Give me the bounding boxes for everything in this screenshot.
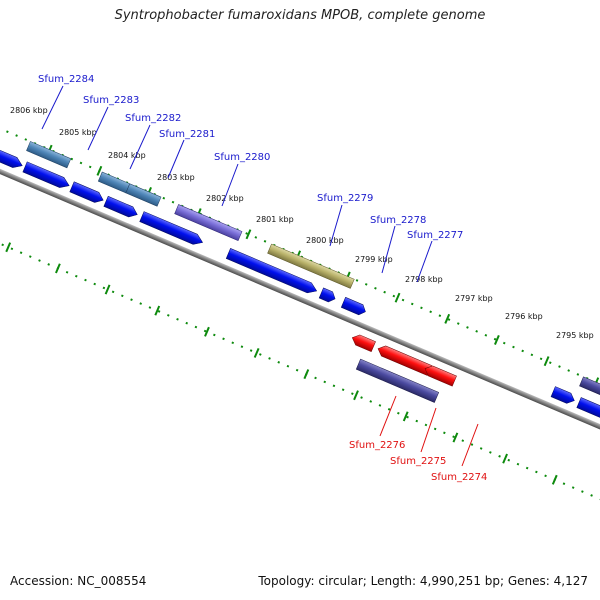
gene-label[interactable]: Sfum_2279 xyxy=(317,193,373,204)
cds-arrow xyxy=(225,248,318,294)
gene-label[interactable]: Sfum_2283 xyxy=(83,95,139,106)
tick-labels: 2806 kbp 2805 kbp 2804 kbp 2803 kbp 2802… xyxy=(10,106,594,340)
map-frame xyxy=(0,110,600,532)
gene-label[interactable]: Sfum_2278 xyxy=(370,215,426,226)
gene-label[interactable]: Sfum_2276 xyxy=(349,440,405,451)
tick-label: 2803 kbp xyxy=(157,173,195,182)
cds-arrow xyxy=(69,181,104,203)
tick-label: 2805 kbp xyxy=(59,128,97,137)
gene-label[interactable]: Sfum_2282 xyxy=(125,113,181,124)
cds-arrow xyxy=(139,211,203,245)
cds-arrow xyxy=(318,287,336,303)
lower-gene-labels: Sfum_2276 Sfum_2275 Sfum_2274 xyxy=(349,395,487,483)
cds-arrow xyxy=(103,195,138,218)
gene-label[interactable]: Sfum_2274 xyxy=(431,472,487,483)
cds-arrow xyxy=(576,397,600,439)
gene-label[interactable]: Sfum_2280 xyxy=(214,152,270,163)
feature-slate-bar xyxy=(579,376,600,411)
accession-text: Accession: NC_008554 xyxy=(10,574,147,588)
lower-tick-track xyxy=(0,208,600,532)
upper-gene-labels: Sfum_2284 Sfum_2283 Sfum_2282 Sfum_2281 … xyxy=(38,74,463,283)
gene-label[interactable]: Sfum_2284 xyxy=(38,74,94,85)
cds-arrow xyxy=(0,137,23,168)
genome-backbone xyxy=(0,145,600,464)
cds-arrow-reverse xyxy=(377,345,433,376)
tick-label: 2799 kbp xyxy=(355,255,393,264)
cds-arrow-reverse xyxy=(351,334,376,353)
gene-label[interactable]: Sfum_2281 xyxy=(159,129,215,140)
gene-label[interactable]: Sfum_2275 xyxy=(390,456,446,467)
feature-steelblue-bar xyxy=(97,171,131,194)
tick-label: 2797 kbp xyxy=(455,294,493,303)
cds-arrow xyxy=(22,161,70,188)
tick-label: 2796 kbp xyxy=(505,312,543,321)
feature-steelblue-bar xyxy=(26,141,72,169)
upper-feature-bars xyxy=(26,141,600,411)
lower-major-ticks xyxy=(5,242,558,485)
tick-label: 2801 kbp xyxy=(256,215,294,224)
feature-slate-bar-lower xyxy=(355,358,440,403)
cds-reverse-strand xyxy=(351,334,457,387)
cds-forward-strand xyxy=(0,137,600,439)
upper-tick-track xyxy=(0,110,600,434)
feature-olive-bar xyxy=(267,243,355,289)
feature-steelblue-bar xyxy=(125,183,162,207)
genome-stats-text: Topology: circular; Length: 4,990,251 bp… xyxy=(258,574,588,588)
cds-arrow-reverse xyxy=(424,365,457,387)
tick-label: 2798 kbp xyxy=(405,275,443,284)
feature-purple-bar xyxy=(174,204,243,242)
map-title: Syntrophobacter fumaroxidans MPOB, compl… xyxy=(114,8,486,23)
tick-label: 2804 kbp xyxy=(108,151,146,160)
tick-label: 2806 kbp xyxy=(10,106,48,115)
cds-arrow xyxy=(340,296,366,316)
tick-label: 2800 kbp xyxy=(306,236,344,245)
gene-label[interactable]: Sfum_2277 xyxy=(407,230,463,241)
tick-label: 2795 kbp xyxy=(556,331,594,340)
cds-arrow xyxy=(550,386,575,404)
